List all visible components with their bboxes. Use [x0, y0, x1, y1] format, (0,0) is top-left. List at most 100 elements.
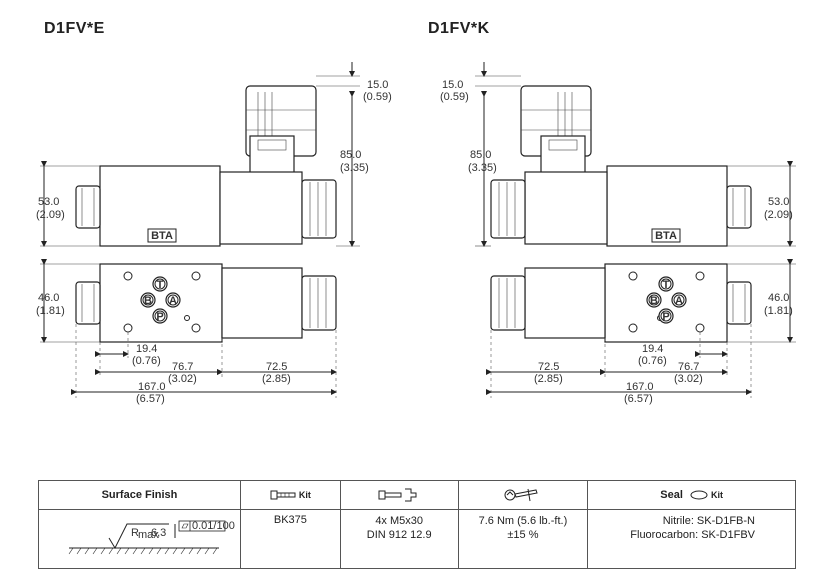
- left-dim-19-in: (0.76): [132, 355, 161, 367]
- right-top-view: T B A P 46.0 (1.81) 19.4 (0.76) 72.5 (2.…: [486, 259, 796, 405]
- surface-finish-cell: R max 6,3 0.01/100: [38, 509, 241, 569]
- right-side-view: BTA 15.0 (0.59) 85.0 (3.35) 53.0 (2.09): [440, 62, 796, 247]
- right-port-t: T: [663, 279, 670, 291]
- left-dim-725-mm: 72.5: [266, 361, 287, 373]
- right-dim-15-mm: 15.0: [442, 79, 463, 91]
- kit-cell: BK375: [239, 509, 341, 569]
- right-connector-base: [540, 135, 586, 177]
- left-dim-46-mm: 46.0: [38, 292, 59, 304]
- spec-table: Surface Finish Kit: [38, 480, 796, 569]
- rmax-value: 6,3: [151, 527, 166, 539]
- right-top-body: [604, 263, 728, 343]
- bolts-line-2: DIN 912 12.9: [366, 529, 432, 541]
- bolts-header: [339, 480, 459, 510]
- bolt-icon: [270, 490, 296, 500]
- right-port-p: P: [662, 311, 669, 323]
- rmax-sub: max: [138, 529, 159, 541]
- right-top-nut: [490, 275, 526, 331]
- right-dim-85-mm: 85.0: [470, 149, 491, 161]
- right-mount-hole: [628, 323, 638, 333]
- right-dim-167-mm: 167.0: [626, 381, 654, 393]
- left-end-cap: [75, 185, 101, 229]
- left-valve-body: [99, 165, 221, 247]
- right-top-solenoid: [524, 267, 606, 339]
- left-dim-767-mm: 76.7: [172, 361, 193, 373]
- left-mount-hole: [123, 271, 133, 281]
- right-mount-hole: [695, 271, 705, 281]
- seal-header: Seal Kit: [587, 480, 796, 510]
- seal-fluorocarbon: Fluorocarbon: SK-D1FBV: [630, 529, 755, 541]
- left-dim-53-mm: 53.0: [38, 196, 59, 208]
- torque-wrench-icon: [504, 488, 539, 502]
- left-mount-hole: [191, 323, 201, 333]
- right-port-a: A: [675, 295, 683, 307]
- left-port-p: P: [156, 311, 163, 323]
- right-port-b: B: [650, 295, 658, 307]
- left-dim-46-in: (1.81): [36, 305, 65, 317]
- left-solenoid: [219, 171, 303, 245]
- left-connector-base: [249, 135, 295, 177]
- right-dim-19-in: (0.76): [638, 355, 667, 367]
- rmax-label: R: [131, 527, 139, 539]
- right-dim-19-mm: 19.4: [642, 343, 663, 355]
- right-dim-46-in: (1.81): [764, 305, 793, 317]
- right-dim-15-in: (0.59): [440, 91, 469, 103]
- left-bta-label: BTA: [151, 230, 173, 242]
- kit-header-label: Kit: [298, 490, 311, 500]
- right-dim-767-mm: 76.7: [678, 361, 699, 373]
- left-bta-box: [147, 228, 177, 243]
- right-mount-hole: [628, 271, 638, 281]
- title-left: D1FV*E: [44, 20, 105, 37]
- left-port-t: T: [157, 279, 164, 291]
- right-end-cap: [726, 185, 752, 229]
- right-top-end-cap: [726, 281, 752, 325]
- right-dim-767-in: (3.02): [674, 373, 703, 385]
- left-port-b: B: [144, 295, 152, 307]
- left-dim-167-in: (6.57): [136, 393, 165, 405]
- left-side-view: BTA 15.0 (0.59) 85.0 (3.35) 53.0 (2.09): [36, 62, 392, 247]
- right-solenoid: [524, 171, 608, 245]
- left-top-solenoid: [221, 267, 303, 339]
- valve-drawing: BTA 15.0 (0.59) 85.0 (3.35) 53.0 (2.09): [36, 62, 796, 405]
- seal-nitrile: Nitrile: SK-D1FB-N: [662, 515, 755, 527]
- right-dim-85-in: (3.35): [468, 162, 497, 174]
- right-dim-53-in: (2.09): [764, 209, 793, 221]
- right-bta-label: BTA: [655, 230, 677, 242]
- left-top-end-cap: [75, 281, 101, 325]
- right-dim-725-in: (2.85): [534, 373, 563, 385]
- left-dim-15-mm: 15.0: [367, 79, 388, 91]
- left-dim-725-in: (2.85): [262, 373, 291, 385]
- kit-value: BK375: [273, 514, 307, 526]
- seal-cell: Nitrile: SK-D1FB-N Fluorocarbon: SK-D1FB…: [587, 509, 796, 569]
- screw-and-gauge-icon: [378, 488, 417, 502]
- right-dim-167-in: (6.57): [624, 393, 653, 405]
- torque-line-2: ±15 %: [507, 529, 539, 541]
- left-dim-85-mm: 85.0: [340, 149, 361, 161]
- left-nut: [301, 179, 337, 239]
- right-bta-box: [651, 228, 681, 243]
- torque-cell: 7.6 Nm (5.6 lb.-ft.) ±15 %: [457, 509, 589, 569]
- right-nut: [490, 179, 526, 239]
- right-dim-46-mm: 46.0: [768, 292, 789, 304]
- left-dim-53-in: (2.09): [36, 209, 65, 221]
- left-port-a: A: [169, 295, 177, 307]
- kit-header: Kit: [239, 480, 341, 510]
- surface-finish-header: Surface Finish: [38, 480, 241, 510]
- left-pin-hole: [184, 315, 190, 321]
- left-dim-19-mm: 19.4: [136, 343, 157, 355]
- left-dim-85-in: (3.35): [340, 162, 369, 174]
- surface-finish-symbol: R max 6,3 0.01/100: [68, 520, 235, 555]
- left-dim-167-mm: 167.0: [138, 381, 166, 393]
- title-right: D1FV*K: [428, 20, 490, 37]
- flatness-value: 0.01/100: [192, 520, 235, 532]
- seal-kit-label: Kit: [710, 490, 723, 500]
- bolts-cell: 4x M5x30 DIN 912 12.9: [339, 509, 459, 569]
- left-mount-hole: [191, 271, 201, 281]
- left-dim-15-in: (0.59): [363, 91, 392, 103]
- left-top-body: [99, 263, 223, 343]
- torque-header: [457, 480, 589, 510]
- right-dim-53-mm: 53.0: [768, 196, 789, 208]
- torque-line-1: 7.6 Nm (5.6 lb.-ft.): [478, 515, 568, 527]
- right-dim-725-mm: 72.5: [538, 361, 559, 373]
- bolts-line-1: 4x M5x30: [375, 515, 424, 527]
